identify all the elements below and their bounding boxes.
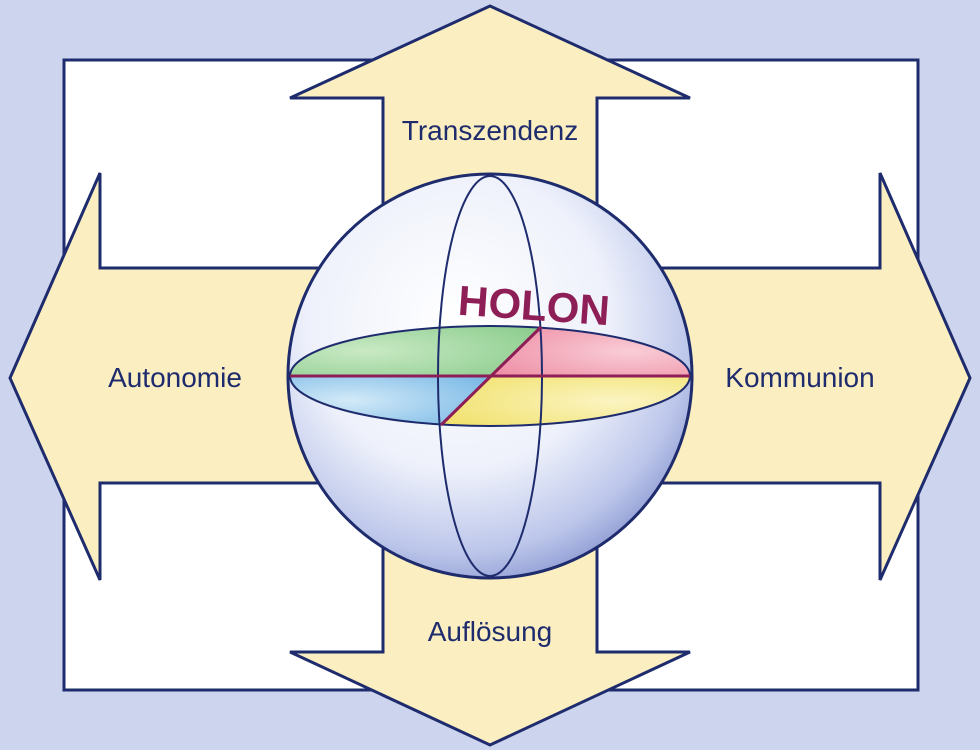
sector-red <box>490 327 691 376</box>
holon-label: HOLON <box>457 277 612 334</box>
label-kommunion: Kommunion <box>725 362 874 393</box>
label-transzendenz: Transzendenz <box>402 115 578 146</box>
diagonal-axis-line <box>439 325 543 427</box>
sector-blue <box>289 376 490 425</box>
label-autonomie: Autonomie <box>108 362 242 393</box>
label-aufloesung: Auflösung <box>428 616 553 647</box>
equator-sectors <box>289 325 691 427</box>
sector-yellow <box>441 376 691 427</box>
sector-green <box>289 325 541 376</box>
